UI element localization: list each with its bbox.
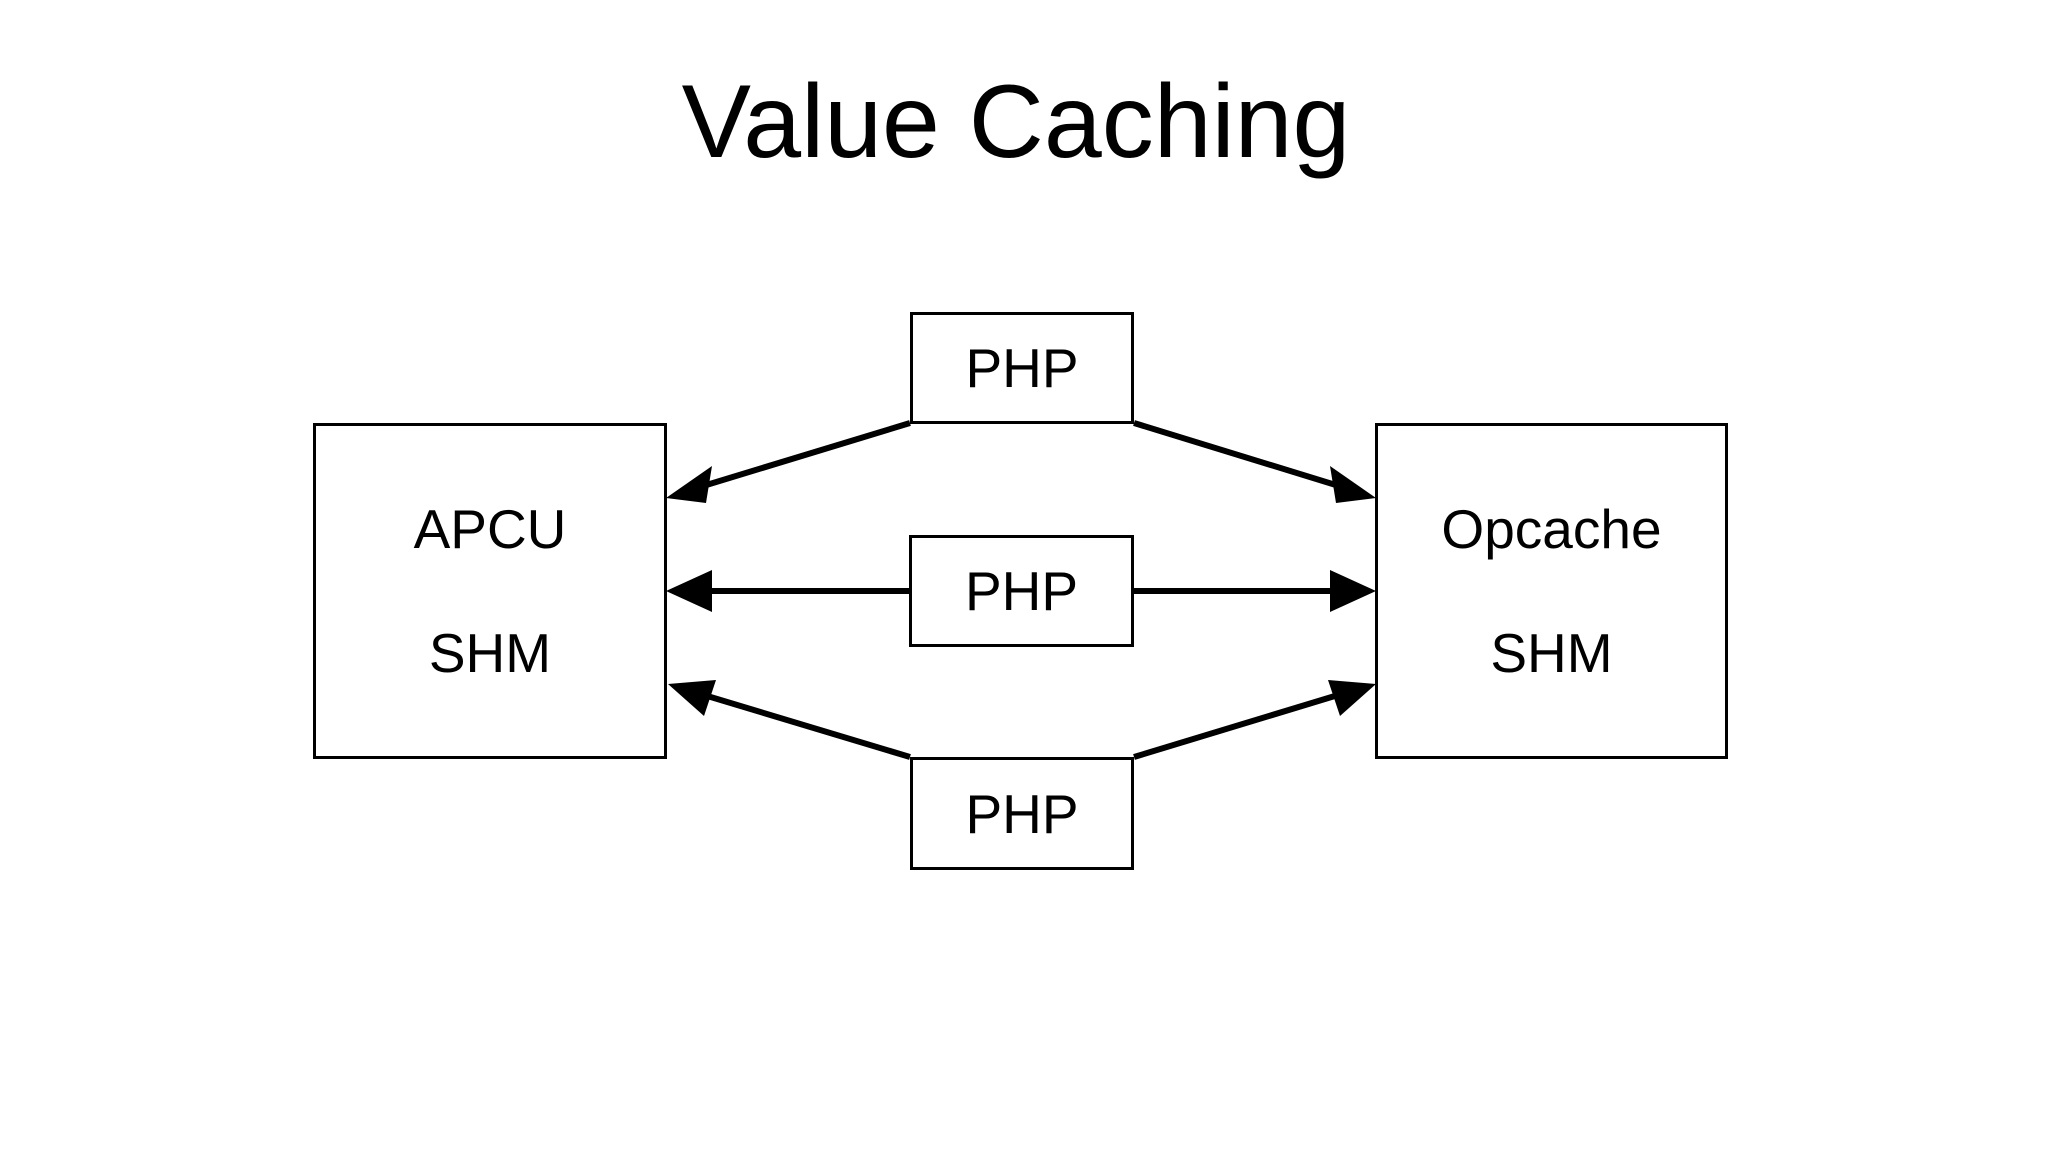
node-php-bottom[interactable]: PHP [910,757,1134,870]
edge-php-bottom-to-opcache [1133,680,1376,760]
node-php-middle[interactable]: PHP [909,535,1134,647]
page-title-text: Value Caching [681,64,1351,180]
node-opcache-label-secondary: SHM [1490,622,1613,684]
node-opcache[interactable]: Opcache SHM [1375,423,1728,759]
page-title: Value Caching [0,62,2048,182]
node-apcu-label-secondary: SHM [428,622,552,684]
node-php-top-label: PHP [965,337,1079,399]
node-apcu-label-primary: APCU [413,498,567,560]
edge-php-bottom-to-apcu [668,680,911,760]
node-opcache-label-primary: Opcache [1441,498,1662,560]
edge-php-middle-to-opcache [1134,570,1376,612]
node-php-bottom-label: PHP [965,782,1079,845]
edge-php-top-to-apcu [666,420,911,503]
node-apcu[interactable]: APCU SHM [313,423,667,759]
edge-php-middle-to-apcu [666,570,909,612]
node-php-middle-label: PHP [964,560,1079,622]
node-php-top[interactable]: PHP [910,312,1134,424]
edge-php-top-to-opcache [1133,420,1376,503]
